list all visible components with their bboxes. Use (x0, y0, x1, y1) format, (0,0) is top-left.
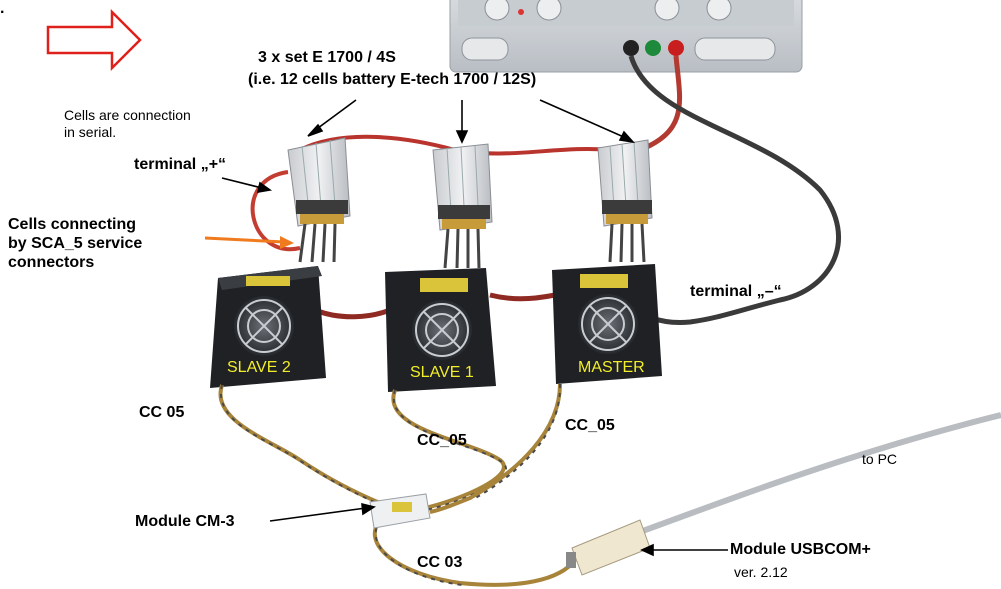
cell-pack-right (597, 139, 653, 263)
terminal-plus-label: terminal „+“ (134, 156, 227, 173)
cells-note-line2: in serial. (64, 124, 117, 140)
set-title-line1: 3 x set E 1700 / 4S (258, 49, 396, 66)
cell-pack-left (287, 137, 351, 263)
annotation-arrows (221, 99, 728, 557)
cable-label-cc05-middle: CC_05 (417, 432, 467, 449)
cable-label-cc05-right: CC_05 (565, 417, 615, 434)
box-label-slave-1: SLAVE 1 (410, 364, 474, 381)
box-master (552, 264, 662, 384)
to-pc-label: to PC (862, 451, 898, 467)
power-supply (449, 0, 803, 73)
box-slave-1 (385, 268, 496, 392)
cells-connecting-line1: Cells connecting (8, 216, 137, 233)
cable-label-cc05-left: CC 05 (139, 404, 185, 421)
red-arrow-icon (46, 8, 142, 72)
module-cm3-device (369, 493, 431, 529)
module-usbcom-label: Module USBCOM+ (730, 541, 871, 558)
box-slave-2 (210, 266, 326, 388)
top-dot: . (0, 0, 5, 17)
orange-arrow-icon (204, 236, 294, 249)
set-title-line2: (i.e. 12 cells battery E-tech 1700 / 12S… (248, 71, 537, 88)
cells-connecting-line2: by SCA_5 service (8, 235, 143, 252)
cells-note-line1: Cells are connection (64, 107, 191, 123)
box-label-slave-2: SLAVE 2 (227, 359, 291, 376)
cells-connecting-line3: connectors (8, 254, 95, 271)
box-label-master: MASTER (578, 359, 645, 376)
cable-label-cc03: CC 03 (417, 554, 463, 571)
module-usbcom-device (566, 519, 651, 576)
module-cm3-label: Module CM-3 (135, 513, 235, 530)
usbcom-version-label: ver. 2.12 (734, 564, 788, 580)
cell-pack-middle (432, 143, 493, 269)
terminal-minus-label: terminal „–“ (690, 283, 782, 300)
